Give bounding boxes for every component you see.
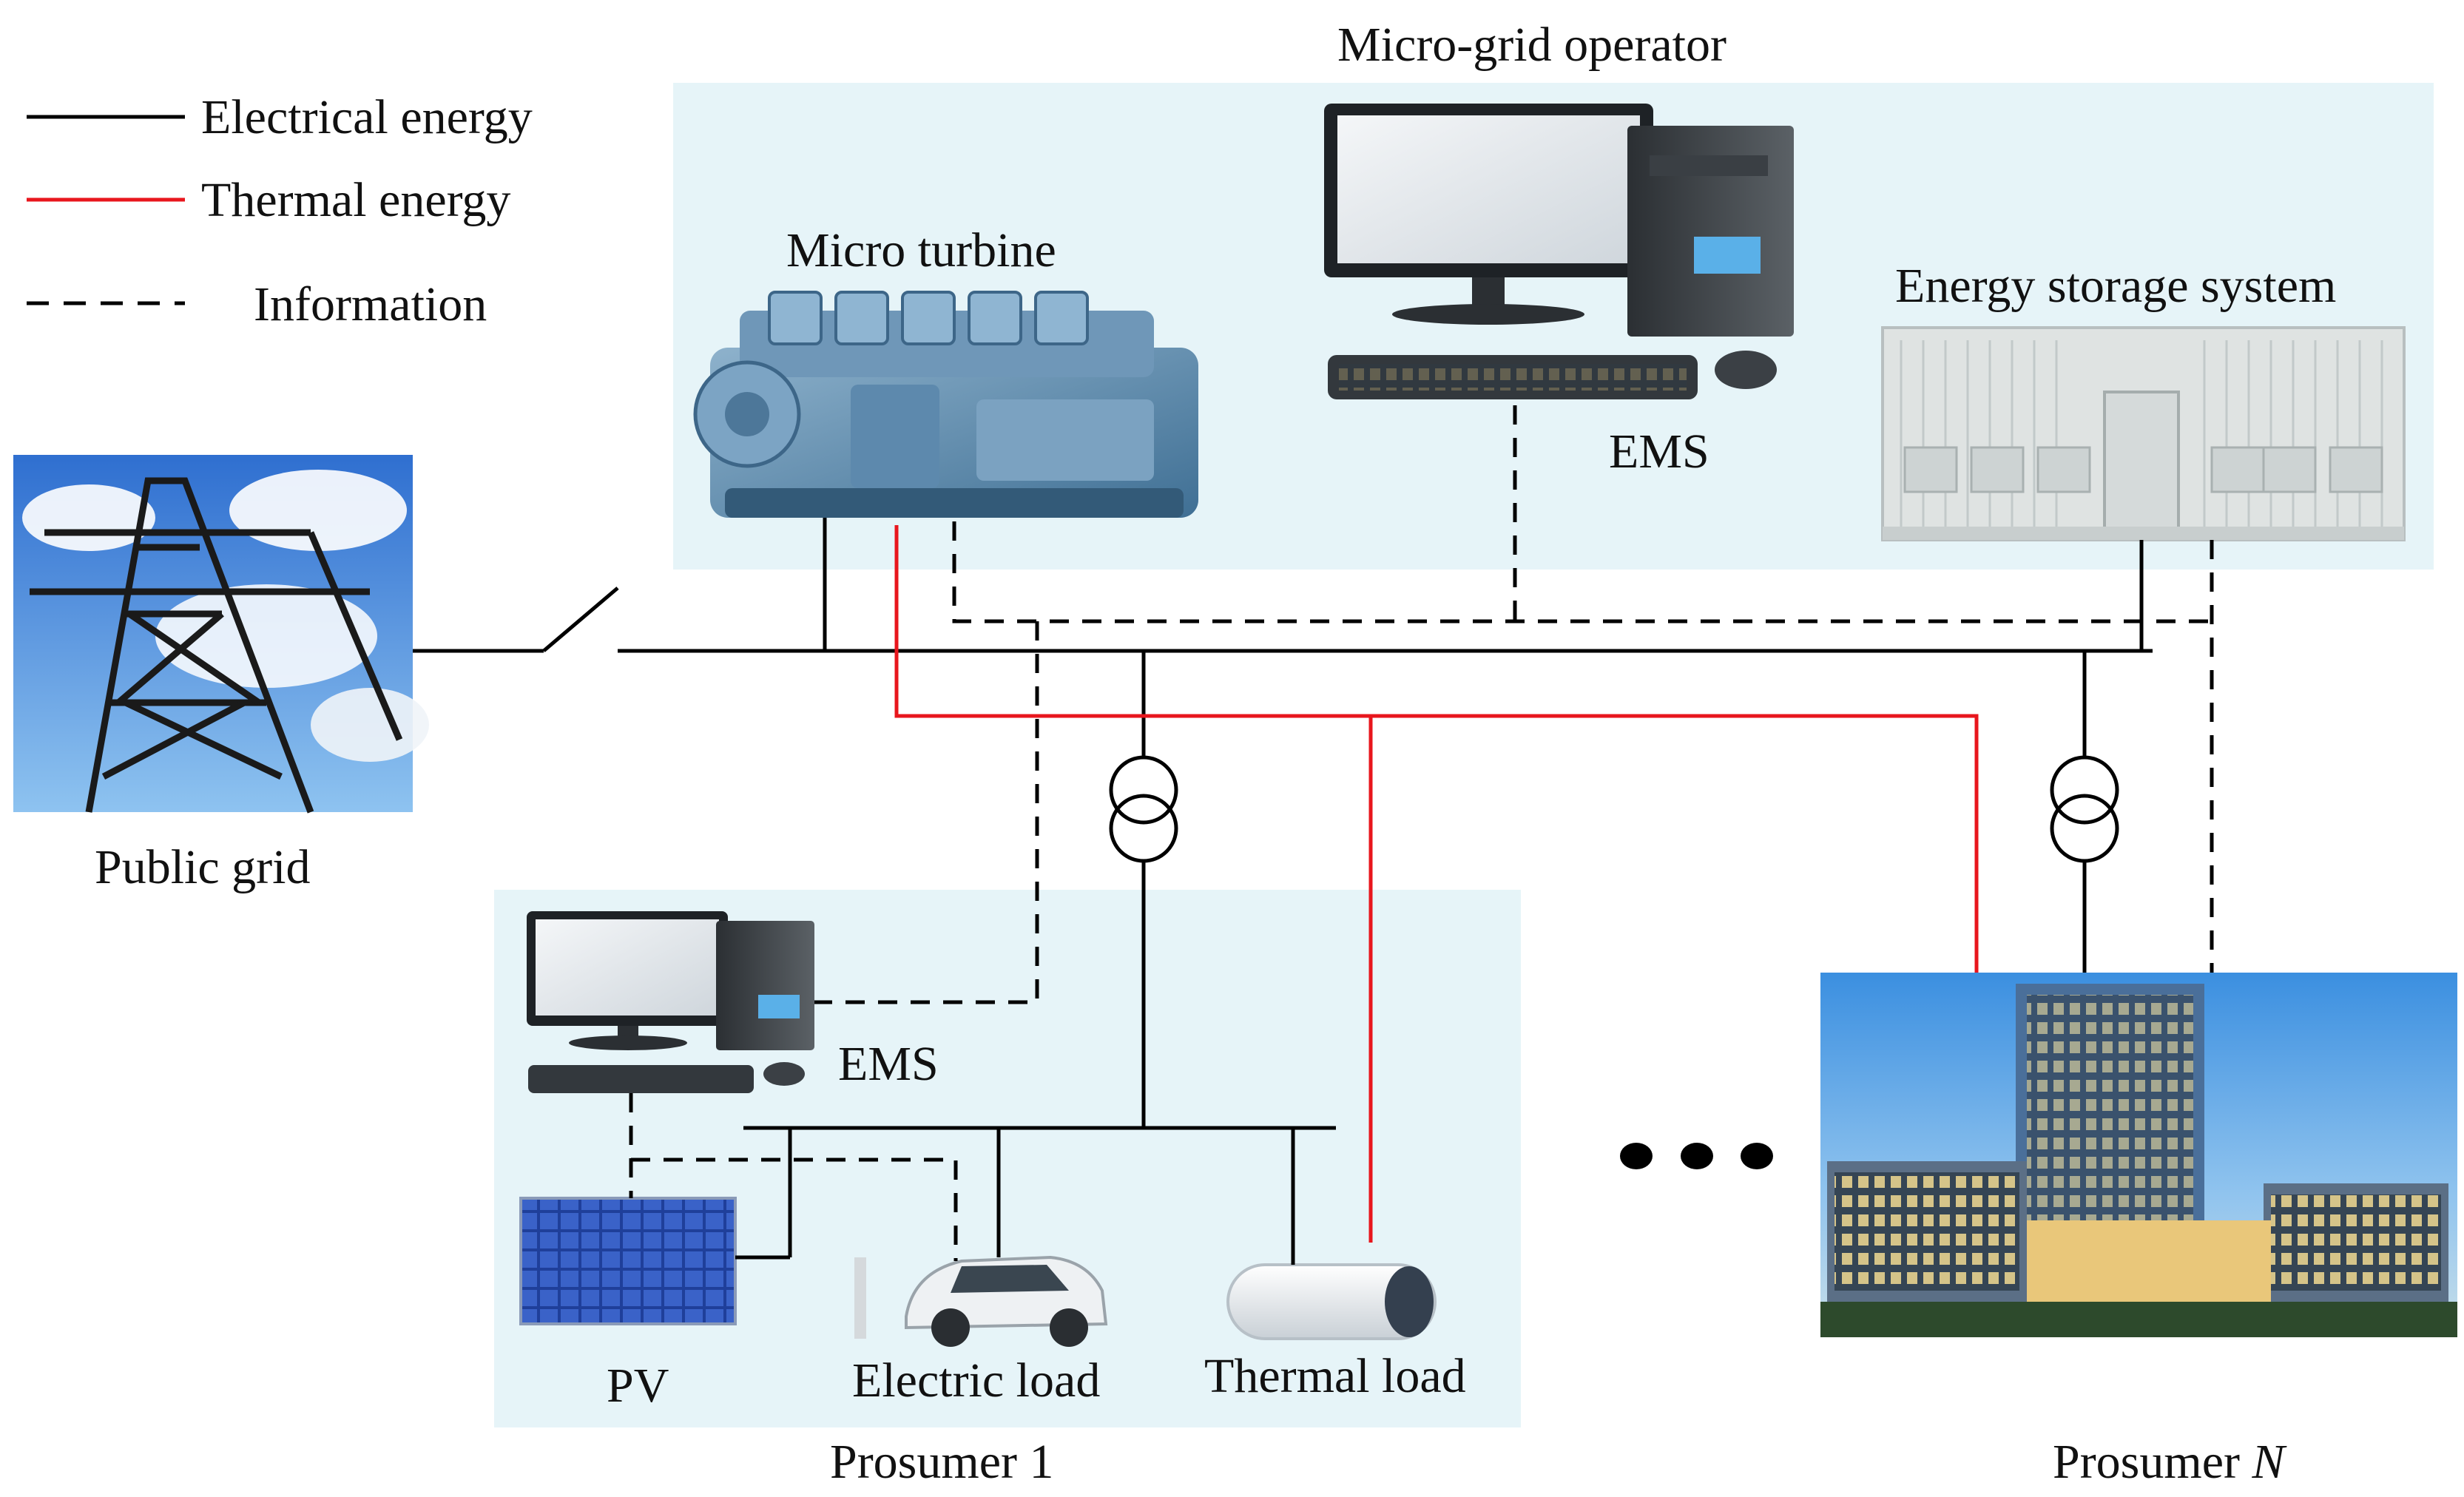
electric-car-icon xyxy=(854,1255,1108,1347)
legend-information-label: Information xyxy=(254,277,487,331)
transformer-icon xyxy=(2050,755,2119,863)
office-building-icon xyxy=(1820,973,2457,1337)
electrical-network xyxy=(413,518,2153,1265)
ems-prosumer-label: EMS xyxy=(838,1037,939,1091)
water-heater-icon xyxy=(1226,1263,1437,1340)
micro-turbine-label: Micro turbine xyxy=(786,223,1056,277)
legend-electrical-label: Electrical energy xyxy=(201,90,533,144)
electric-load-label: Electric load xyxy=(852,1354,1100,1408)
desktop-computer-icon xyxy=(1324,104,1794,399)
transformer-icon xyxy=(1109,755,1178,863)
operator-label: Micro-grid operator xyxy=(1337,18,1727,72)
ess-label: Energy storage system xyxy=(1895,259,2336,313)
legend: Electrical energy Thermal energy Informa… xyxy=(27,90,533,331)
legend-thermal-label: Thermal energy xyxy=(201,173,510,227)
information-network xyxy=(629,405,2214,1261)
solar-panel-icon xyxy=(519,1197,737,1325)
transmission-tower-icon xyxy=(13,455,429,814)
ellipsis-dots xyxy=(1620,1143,1773,1169)
ems-operator-label: EMS xyxy=(1609,425,1709,479)
engine-icon xyxy=(693,291,1198,518)
prosumerN-label: Prosumer N xyxy=(2053,1435,2287,1489)
thermal-network xyxy=(894,525,1979,1243)
pv-label: PV xyxy=(607,1359,669,1413)
prosumer1-label: Prosumer 1 xyxy=(830,1435,1053,1489)
storage-container-icon xyxy=(1881,326,2406,541)
thermal-load-label: Thermal load xyxy=(1204,1349,1466,1403)
desktop-computer-icon xyxy=(527,911,814,1093)
public-grid-label: Public grid xyxy=(95,840,311,894)
